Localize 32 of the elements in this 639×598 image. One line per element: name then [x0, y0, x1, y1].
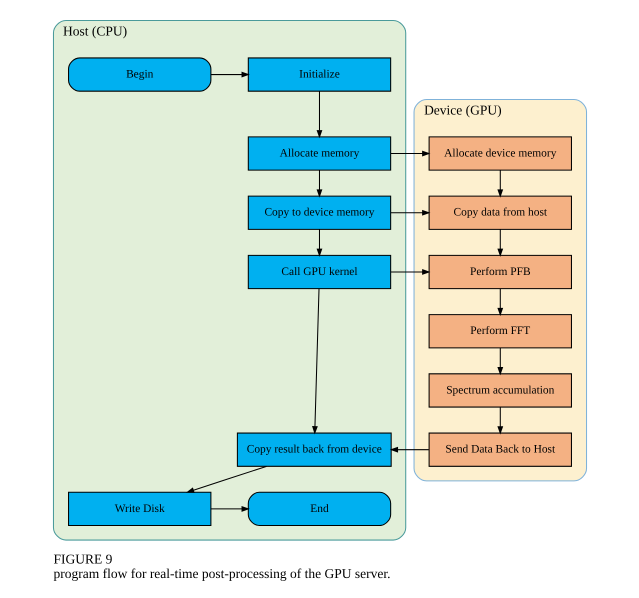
arrow: [496, 348, 503, 376]
arrow: [496, 288, 503, 316]
diagram-title: FIGURE 9: [52, 551, 112, 566]
arrow: [316, 229, 322, 257]
arrow: [210, 506, 250, 512]
arrow: [210, 72, 250, 78]
node-box: Call GPU kernel: [247, 254, 391, 290]
node-box: Copy data from host: [428, 196, 572, 230]
caption: program flow for real-time post-processing of the GPU server.: [52, 566, 390, 581]
node-box: End: [247, 492, 391, 526]
arrow: [389, 446, 428, 453]
node-box: Allocate memory: [247, 136, 391, 171]
node-box: Spectrum accumulation: [428, 373, 572, 408]
arrow: [316, 92, 322, 138]
node-box: Initialize: [247, 57, 391, 92]
node-box: Perform FFT: [428, 314, 572, 348]
arrow: [390, 150, 430, 156]
node-box: Copy to device memory: [247, 196, 391, 230]
arrow: [496, 170, 503, 198]
node-box: Write Disk: [68, 492, 211, 526]
arrow: [496, 229, 503, 257]
arrow: [390, 210, 430, 216]
arrow: [312, 288, 320, 434]
arrow: [185, 466, 266, 493]
node-box: Perform PFB: [428, 254, 572, 290]
node-box: Begin: [68, 57, 211, 92]
arrow: [496, 407, 503, 435]
node-box: Allocate device memory: [428, 136, 572, 171]
arrow: [390, 269, 430, 275]
node-box: Copy result back from device: [236, 432, 392, 467]
node-box: Send Data Back to Host: [428, 432, 572, 467]
arrow: [316, 170, 322, 198]
